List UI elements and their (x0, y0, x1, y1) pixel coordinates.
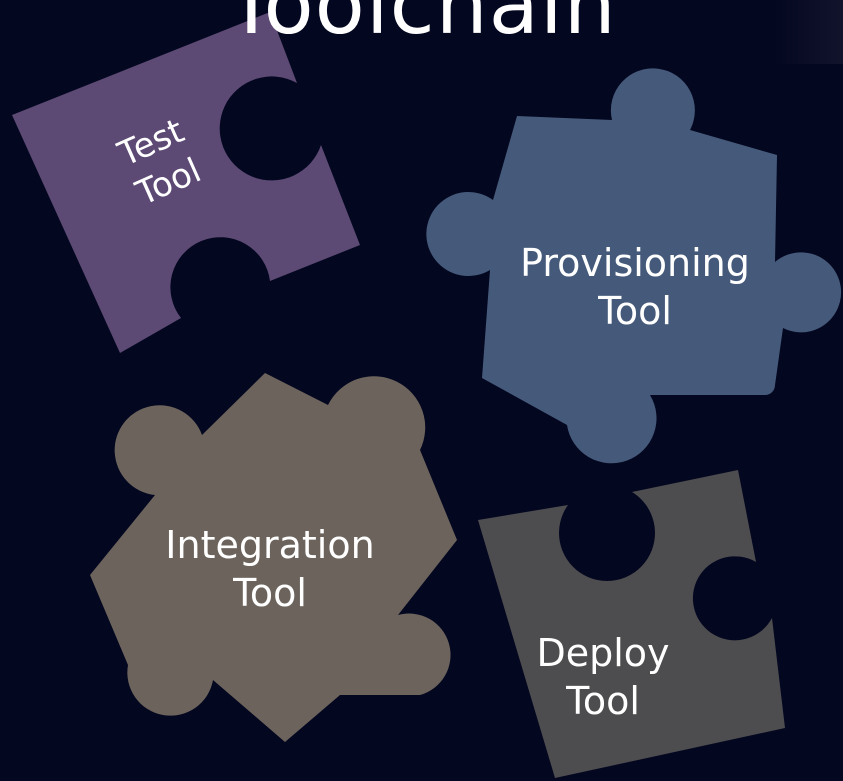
deploy-tool-label: Deploy Tool (503, 630, 703, 725)
provisioning-tool-label: Provisioning Tool (505, 240, 765, 335)
provisioning-tool-piece (426, 68, 842, 464)
test-tool-piece (12, 12, 360, 353)
deploy-tool-label-line1: Deploy (536, 631, 670, 675)
provisioning-tool-label-line1: Provisioning (520, 241, 750, 285)
integration-tool-label-line1: Integration (165, 523, 375, 567)
integration-tool-piece (90, 373, 457, 742)
deploy-tool-piece (478, 470, 785, 778)
integration-tool-label-line2: Tool (233, 570, 307, 615)
page-title: Toolchain (226, 0, 617, 53)
corner-shade (773, 0, 843, 64)
integration-tool-label: Integration Tool (140, 522, 400, 617)
deploy-tool-label-line2: Tool (566, 678, 640, 723)
provisioning-tool-label-line2: Tool (598, 288, 672, 333)
